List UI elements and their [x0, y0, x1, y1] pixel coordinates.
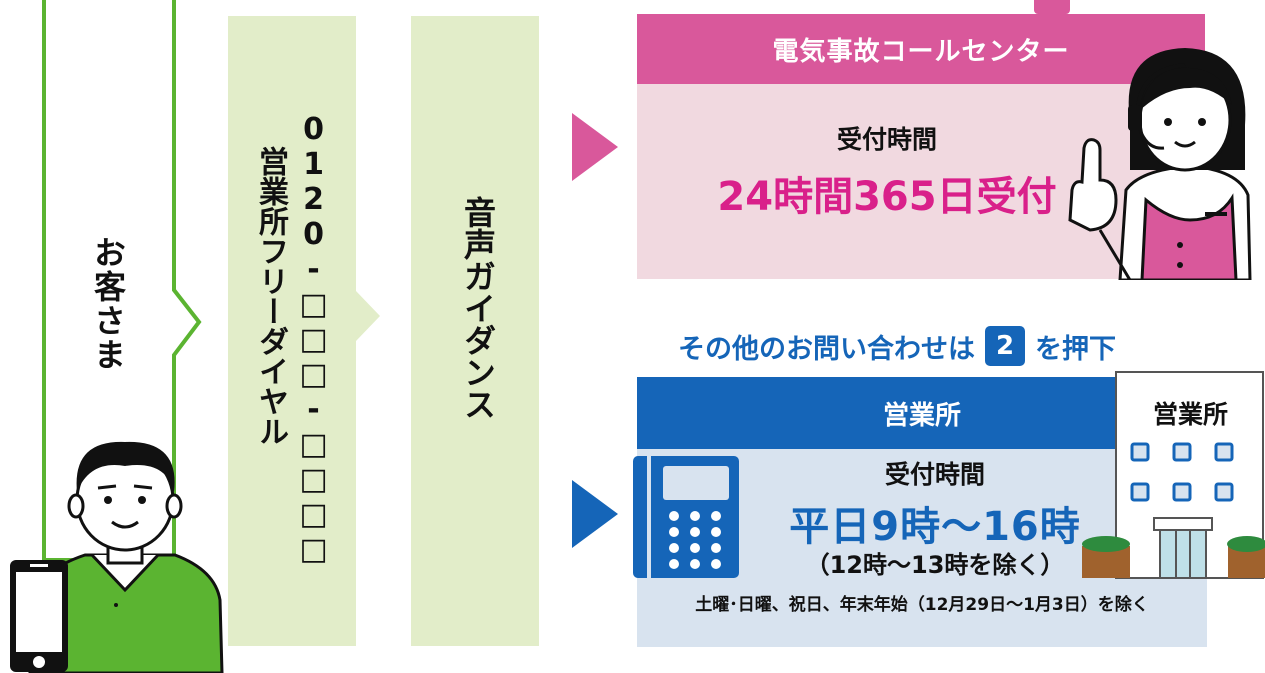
other-inquiry-prefix: その他のお問い合わせは [678, 333, 975, 365]
voice-guidance-label: 音声ガイダンス [459, 196, 497, 420]
office-exclusion-note: 土曜･日曜、祝日、年末年始（12月29日〜1月3日）を除く [695, 595, 1149, 615]
accident-center-hours: 24時間365日受付 [717, 174, 1057, 220]
operator-person-icon [1068, 48, 1252, 280]
free-dial-number: 0120-□□□-□□□□ [296, 112, 331, 567]
accident-center-title: 電気事故コールセンター [637, 14, 1205, 84]
other-inquiry-heading: その他のお問い合わせは 2 を押下 [678, 324, 1198, 368]
smartphone-icon [10, 560, 68, 672]
arrow-to-office [572, 480, 618, 548]
office-hours: 平日9時〜16時 [789, 504, 1081, 550]
key-2-badge: 2 [985, 326, 1025, 366]
customer-label: お客さま [89, 236, 127, 372]
telephone-icon [633, 456, 739, 578]
office-building-icon [1082, 371, 1265, 579]
customer-person-icon [28, 441, 224, 673]
free-dial-label: 営業所フリーダイヤル [253, 146, 288, 446]
free-dial-column [228, 16, 380, 646]
office-title: 営業所 [637, 377, 1207, 449]
office-hours-note: （12時〜13時を除く） [805, 551, 1065, 579]
office-hours-label: 受付時間 [884, 460, 985, 489]
office-building-label: 営業所 [1152, 400, 1228, 429]
accident-center-hours-label: 受付時間 [836, 125, 937, 154]
other-inquiry-suffix: を押下 [1035, 333, 1116, 365]
key-1-badge: 1 [1034, 0, 1070, 14]
voice-guidance-column [411, 16, 539, 646]
arrow-to-accident-center [572, 113, 618, 181]
